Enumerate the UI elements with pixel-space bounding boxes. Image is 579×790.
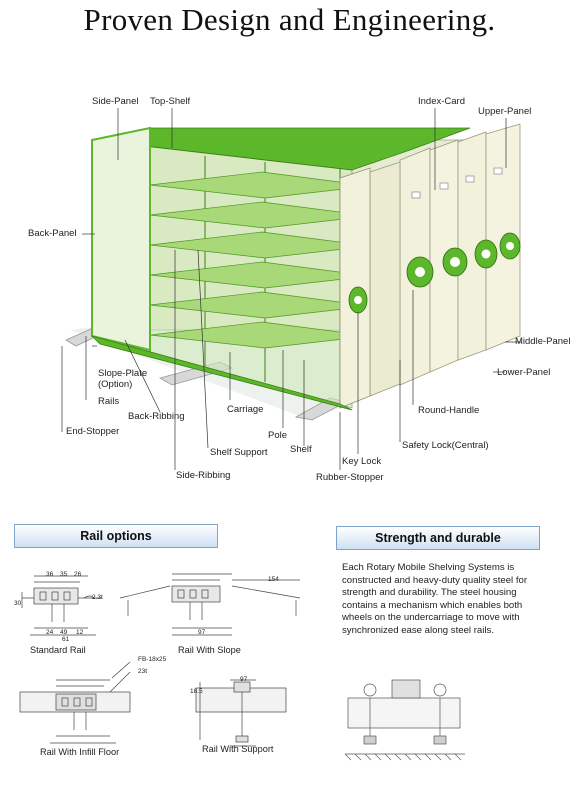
label-lower-panel: Lower-Panel	[497, 367, 551, 378]
label-middle-panel: Middle-Panel	[515, 336, 571, 347]
caption-rail-with-slope: Rail With Slope	[178, 645, 241, 655]
side-panel	[91, 126, 151, 352]
label-round-handle: Round-Handle	[418, 405, 480, 416]
strength-heading: Strength and durable	[336, 526, 540, 550]
label-shelf: Shelf	[290, 444, 312, 455]
dim-label: 12	[76, 629, 84, 636]
dim-label: 26	[74, 571, 82, 578]
label-pole: Pole	[268, 430, 288, 441]
label-slope-plate-option: (Option)	[98, 379, 133, 390]
caption-rail-with-infill: Rail With Infill Floor	[40, 747, 120, 757]
caption-rail-with-support: Rail With Support	[202, 744, 274, 754]
shelving-diagram	[61, 108, 522, 470]
label-rubber-stopper: Rubber-Stopper	[316, 472, 384, 483]
label-slope-plate: Slope-Plate	[98, 368, 148, 379]
dim-label: 2.3t	[92, 594, 103, 601]
slope-rail-drawing	[119, 573, 301, 636]
dim-label: 30	[14, 600, 22, 607]
dim-label: 97	[198, 629, 206, 636]
dim-label: 154	[268, 576, 279, 583]
caption-standard-rail: Standard Rail	[30, 645, 86, 655]
label-back-panel: Back-Panel	[28, 228, 77, 239]
support-rail-drawing	[195, 679, 287, 747]
dim-label: FB-18x25	[138, 656, 167, 663]
label-safety-lock: Safety Lock(Central)	[402, 440, 489, 451]
rail-options-heading: Rail options	[14, 524, 218, 548]
dim-label: 97	[240, 676, 248, 683]
carriage	[90, 335, 353, 411]
label-index-card: Index-Card	[418, 96, 465, 107]
standard-rail-drawing	[21, 575, 102, 636]
label-end-stopper: End-Stopper	[66, 426, 120, 437]
infill-rail-drawing	[19, 661, 131, 744]
dim-label: 36	[46, 571, 54, 578]
dim-label: 24	[46, 629, 54, 636]
rail-drawings	[19, 573, 465, 761]
label-key-lock: Key Lock	[342, 456, 382, 467]
leader-lines	[61, 108, 522, 470]
strength-paragraph: Each Rotary Mobile Shelving Systems is c…	[342, 562, 528, 636]
mechanism-drawing	[344, 679, 465, 761]
dim-label: 23t	[138, 668, 148, 675]
label-side-ribbing: Side-Ribbing	[176, 470, 231, 481]
page-title: Proven Design and Engineering.	[83, 2, 496, 37]
label-shelf-support: Shelf Support	[210, 447, 268, 458]
label-side-panel: Side-Panel	[92, 96, 139, 107]
dim-label: 35	[60, 571, 68, 578]
label-rails: Rails	[98, 396, 120, 407]
dim-label: 61	[62, 636, 70, 643]
label-carriage: Carriage	[227, 404, 264, 415]
label-top-shelf: Top-Shelf	[150, 96, 191, 107]
dim-label: 18.5	[190, 688, 203, 695]
label-back-ribbing: Back-Ribbing	[128, 411, 185, 422]
label-upper-panel: Upper-Panel	[478, 106, 532, 117]
dim-label: 49	[60, 629, 68, 636]
